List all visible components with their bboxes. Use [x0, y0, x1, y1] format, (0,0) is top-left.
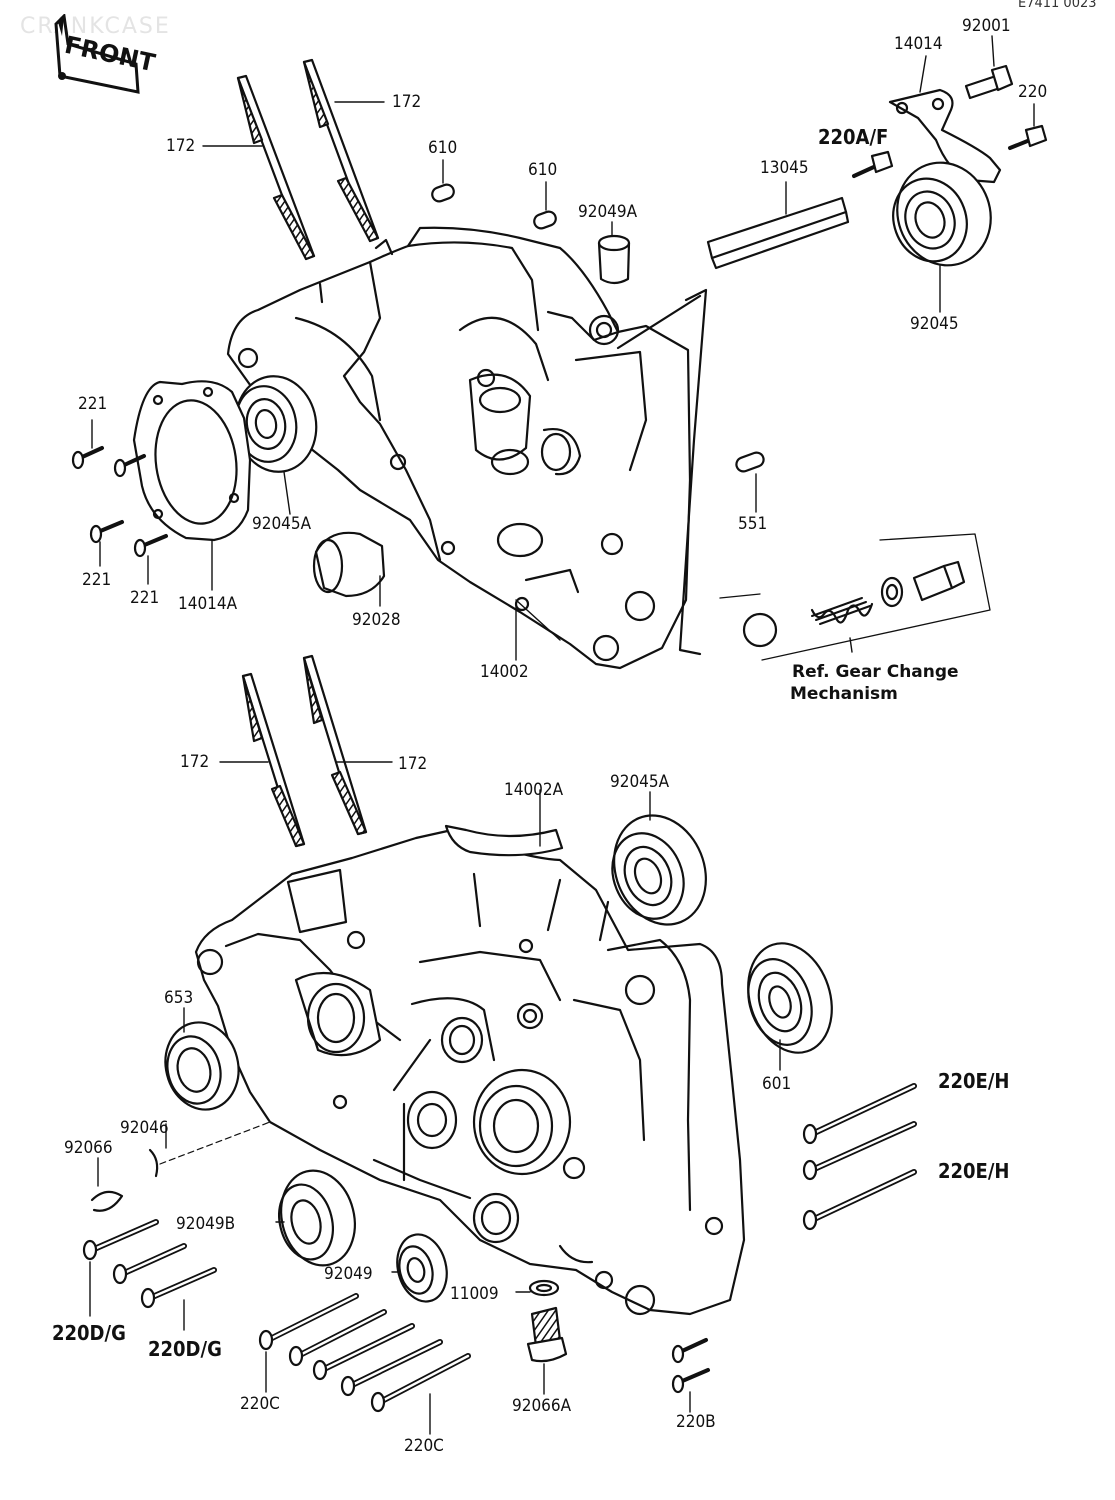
seal-653 — [164, 1007, 240, 1111]
stud-172-top-right — [302, 58, 380, 243]
screw-221-d — [133, 534, 168, 585]
dowel-610-b — [533, 181, 557, 230]
gear-change-ref-group — [719, 533, 991, 661]
label-14002a: 14002A — [504, 780, 564, 800]
label-92049b: 92049B — [176, 1214, 236, 1234]
bearing-92045 — [892, 161, 992, 313]
label-220dg-b: 220D/G — [148, 1337, 222, 1361]
bolt-220eh-b — [802, 1121, 917, 1181]
washer-11009 — [515, 1279, 560, 1297]
label-653: 653 — [164, 988, 194, 1008]
label-14014a: 14014A — [178, 594, 238, 614]
label-13045: 13045 — [760, 158, 809, 178]
label-92066: 92066 — [64, 1138, 113, 1158]
clip-92046 — [148, 1121, 271, 1178]
label-14002: 14002 — [480, 662, 529, 682]
bolt-220eh-c — [802, 1169, 917, 1231]
label-220eh-a: 220E/H — [938, 1069, 1010, 1093]
label-220eh-b: 220E/H — [938, 1159, 1010, 1183]
label-172-bottom-right: 172 — [398, 754, 428, 774]
screw-221-a — [71, 419, 104, 470]
label-ref-gear-change-line1: Ref. Gear Change — [792, 662, 959, 682]
screw-220b-b — [671, 1368, 710, 1413]
bolt-220dg-c — [140, 1267, 217, 1331]
bolt-220c-c — [312, 1323, 415, 1381]
label-220b: 220B — [676, 1412, 716, 1432]
bearing-601 — [747, 942, 833, 1071]
seal-92049 — [391, 1233, 448, 1303]
label-220c-a: 220C — [240, 1394, 280, 1414]
label-551: 551 — [738, 514, 768, 534]
plug-92049a — [597, 221, 631, 285]
label-221-a: 221 — [78, 394, 108, 414]
label-221-b: 221 — [82, 570, 112, 590]
label-220c-b: 220C — [404, 1436, 444, 1456]
label-92045a-bottom: 92045A — [610, 772, 670, 792]
label-14014: 14014 — [894, 34, 943, 54]
screw-221-c — [89, 520, 124, 567]
label-92046: 92046 — [120, 1118, 169, 1138]
label-11009: 11009 — [450, 1284, 499, 1304]
screw-220af — [852, 150, 894, 178]
bracket-14014 — [888, 55, 1002, 184]
plate-14014a — [132, 380, 252, 591]
label-220af: 220A/F — [818, 125, 889, 149]
seal-92049b — [275, 1169, 356, 1267]
screw-221-b — [113, 454, 146, 478]
label-601: 601 — [762, 1074, 792, 1094]
bolt-220eh-a — [802, 1083, 917, 1145]
label-172-top-left: 172 — [166, 136, 196, 156]
bolt-220c-e — [370, 1353, 471, 1435]
label-92045a-top: 92045A — [252, 514, 312, 534]
label-172-top-right: 172 — [392, 92, 422, 112]
stud-172-bottom-right — [302, 654, 368, 836]
pin-551 — [735, 451, 765, 513]
bolt-220dg-b — [112, 1243, 187, 1285]
bearing-92045a-bottom — [611, 791, 707, 926]
label-92049: 92049 — [324, 1264, 373, 1284]
plug-92066a — [526, 1306, 568, 1395]
sleeve-92028 — [312, 531, 386, 607]
label-610-a: 610 — [428, 138, 458, 158]
guide-13045 — [706, 181, 850, 270]
label-172-bottom-left: 172 — [180, 752, 210, 772]
label-220: 220 — [1018, 82, 1048, 102]
front-direction-badge — [54, 14, 140, 94]
label-610-b: 610 — [528, 160, 558, 180]
watermark-text: CRANKCASE — [20, 14, 171, 39]
screw-220 — [1008, 103, 1048, 150]
crankcase-left-14002 — [226, 226, 708, 670]
label-92066a: 92066A — [512, 1396, 572, 1416]
bolt-220c-d — [340, 1339, 443, 1397]
stud-172-bottom-left — [241, 672, 306, 848]
bolt-92001 — [964, 35, 1014, 100]
label-92049a: 92049A — [578, 202, 638, 222]
label-220dg-a: 220D/G — [52, 1321, 126, 1345]
bolt-220c-b — [288, 1309, 387, 1367]
label-ref-gear-change-line2: Mechanism — [790, 684, 898, 704]
dowel-610-a — [431, 159, 455, 203]
label-92028: 92028 — [352, 610, 401, 630]
bolt-220c-a — [258, 1293, 359, 1393]
label-221-c: 221 — [130, 588, 160, 608]
bolt-220dg-a — [82, 1219, 159, 1317]
clip-92066 — [90, 1157, 124, 1212]
label-92045: 92045 — [910, 314, 959, 334]
label-92001: 92001 — [962, 16, 1011, 36]
stud-172-top-left — [236, 74, 316, 261]
screw-220b-a — [671, 1338, 708, 1364]
crankcase-right-14002a — [194, 824, 746, 1316]
reference-code: E7411 0023 — [1018, 0, 1097, 11]
